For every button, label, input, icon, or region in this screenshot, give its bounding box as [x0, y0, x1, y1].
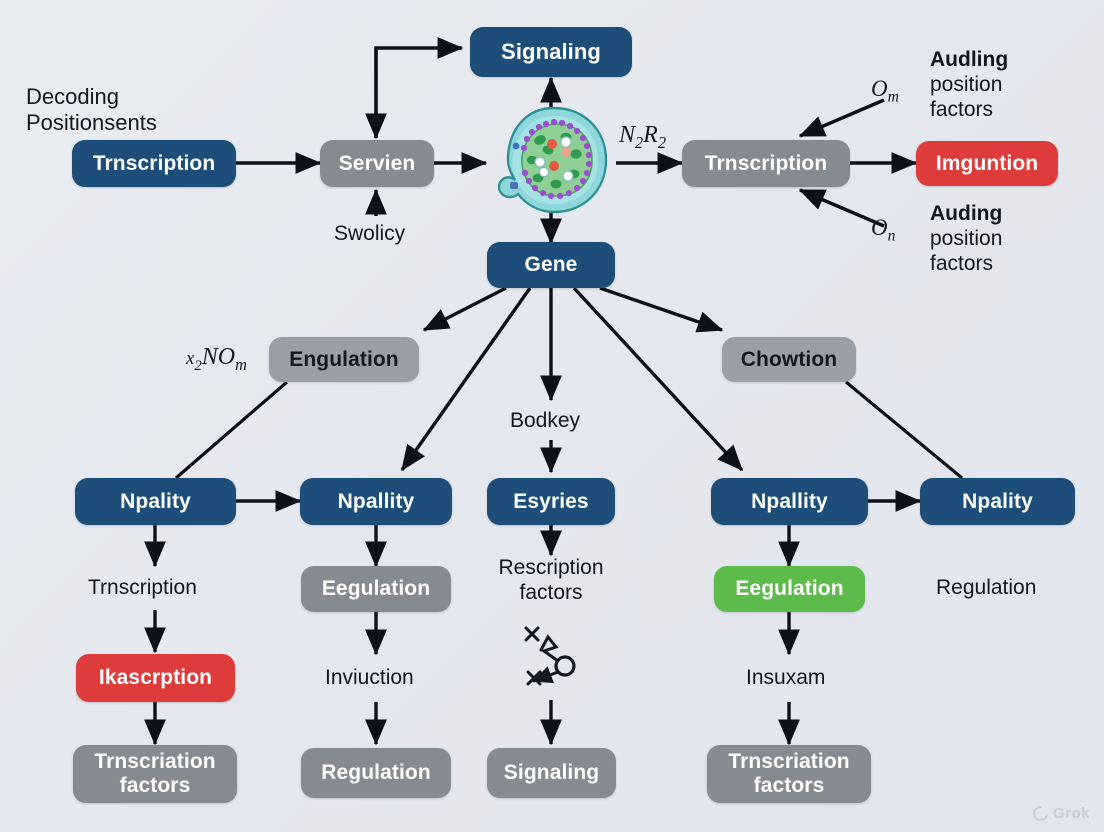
- label-auding-position-factors: Auding position factors: [930, 202, 1002, 276]
- node-engulation[interactable]: Engulation: [269, 337, 419, 382]
- node-ikascrption[interactable]: Ikascrption: [76, 654, 235, 702]
- grok-watermark: Grok: [1030, 803, 1090, 824]
- node-servien[interactable]: Servien: [320, 140, 434, 187]
- label-auding-rest: position factors: [930, 226, 1003, 275]
- node-npallity-2[interactable]: Npallity: [300, 478, 452, 525]
- math-o-n-sub: n: [887, 227, 896, 245]
- label-trnscription-edge: Trnscription: [88, 576, 197, 599]
- node-eegulation-green[interactable]: Eegulation: [714, 566, 865, 612]
- math-label-o-m: Om: [871, 76, 899, 107]
- label-audling-position-factors: Audling position factors: [930, 48, 1008, 122]
- label-swolicy: Swolicy: [334, 222, 406, 245]
- math-r: R: [643, 122, 658, 148]
- label-audling-bold: Audling: [930, 48, 1009, 71]
- math-o-m-base: O: [871, 76, 888, 101]
- node-regulation-box[interactable]: Regulation: [301, 748, 451, 798]
- node-gene[interactable]: Gene: [487, 242, 615, 288]
- node-trnscriation-factors-1[interactable]: Trnscriation factors: [73, 745, 237, 803]
- math-label-x2nom: x2NOm: [186, 344, 247, 375]
- math-label-n2r2: N2R2: [619, 122, 666, 153]
- grok-watermark-text: Grok: [1052, 805, 1090, 822]
- node-npallity-4[interactable]: Npallity: [711, 478, 868, 525]
- label-audling-rest: position factors: [930, 72, 1003, 121]
- label-regulation-plain: Regulation: [936, 576, 1037, 599]
- math-no-sub: m: [235, 354, 247, 374]
- math-o-m-sub: m: [887, 88, 899, 106]
- label-inviuction: Inviuction: [325, 666, 414, 689]
- math-x-pre: x: [186, 348, 195, 369]
- label-bodkey: Bodkey: [510, 409, 581, 432]
- math-no-base: NO: [201, 344, 236, 370]
- label-insuxam: Insuxam: [746, 666, 826, 689]
- label-rescription-factors: Rescription factors: [498, 556, 604, 604]
- node-trnscriation-factors-2[interactable]: Trnscriation factors: [707, 745, 871, 803]
- math-label-o-n: On: [871, 215, 895, 246]
- grok-ring-icon: [1030, 803, 1051, 824]
- math-r-sub: 2: [657, 132, 666, 152]
- node-signaling-top[interactable]: Signaling: [470, 27, 632, 77]
- math-n-sub: 2: [635, 132, 644, 152]
- node-esyries[interactable]: Esyries: [487, 478, 615, 525]
- node-imguntion[interactable]: Imguntion: [916, 141, 1058, 186]
- node-npality-5[interactable]: Npality: [920, 478, 1075, 525]
- xro-symbol: [518, 620, 590, 686]
- cell-virus-illustration: [488, 104, 616, 216]
- label-auding-bold: Auding: [930, 202, 1003, 225]
- node-signaling-bottom[interactable]: Signaling: [487, 748, 616, 798]
- math-n: N: [619, 122, 636, 148]
- node-eegulation-gray[interactable]: Eegulation: [301, 566, 451, 612]
- math-o-n-base: O: [871, 215, 888, 240]
- node-trnscription-left[interactable]: Trnscription: [72, 140, 236, 187]
- math-x-pre-sub: 2: [194, 357, 202, 374]
- node-chowtion[interactable]: Chowtion: [722, 337, 856, 382]
- label-decoding-positionsents: Decoding Positionsents: [26, 84, 157, 135]
- node-npality-1[interactable]: Npality: [75, 478, 236, 525]
- node-trnscription-right[interactable]: Trnscription: [682, 140, 850, 187]
